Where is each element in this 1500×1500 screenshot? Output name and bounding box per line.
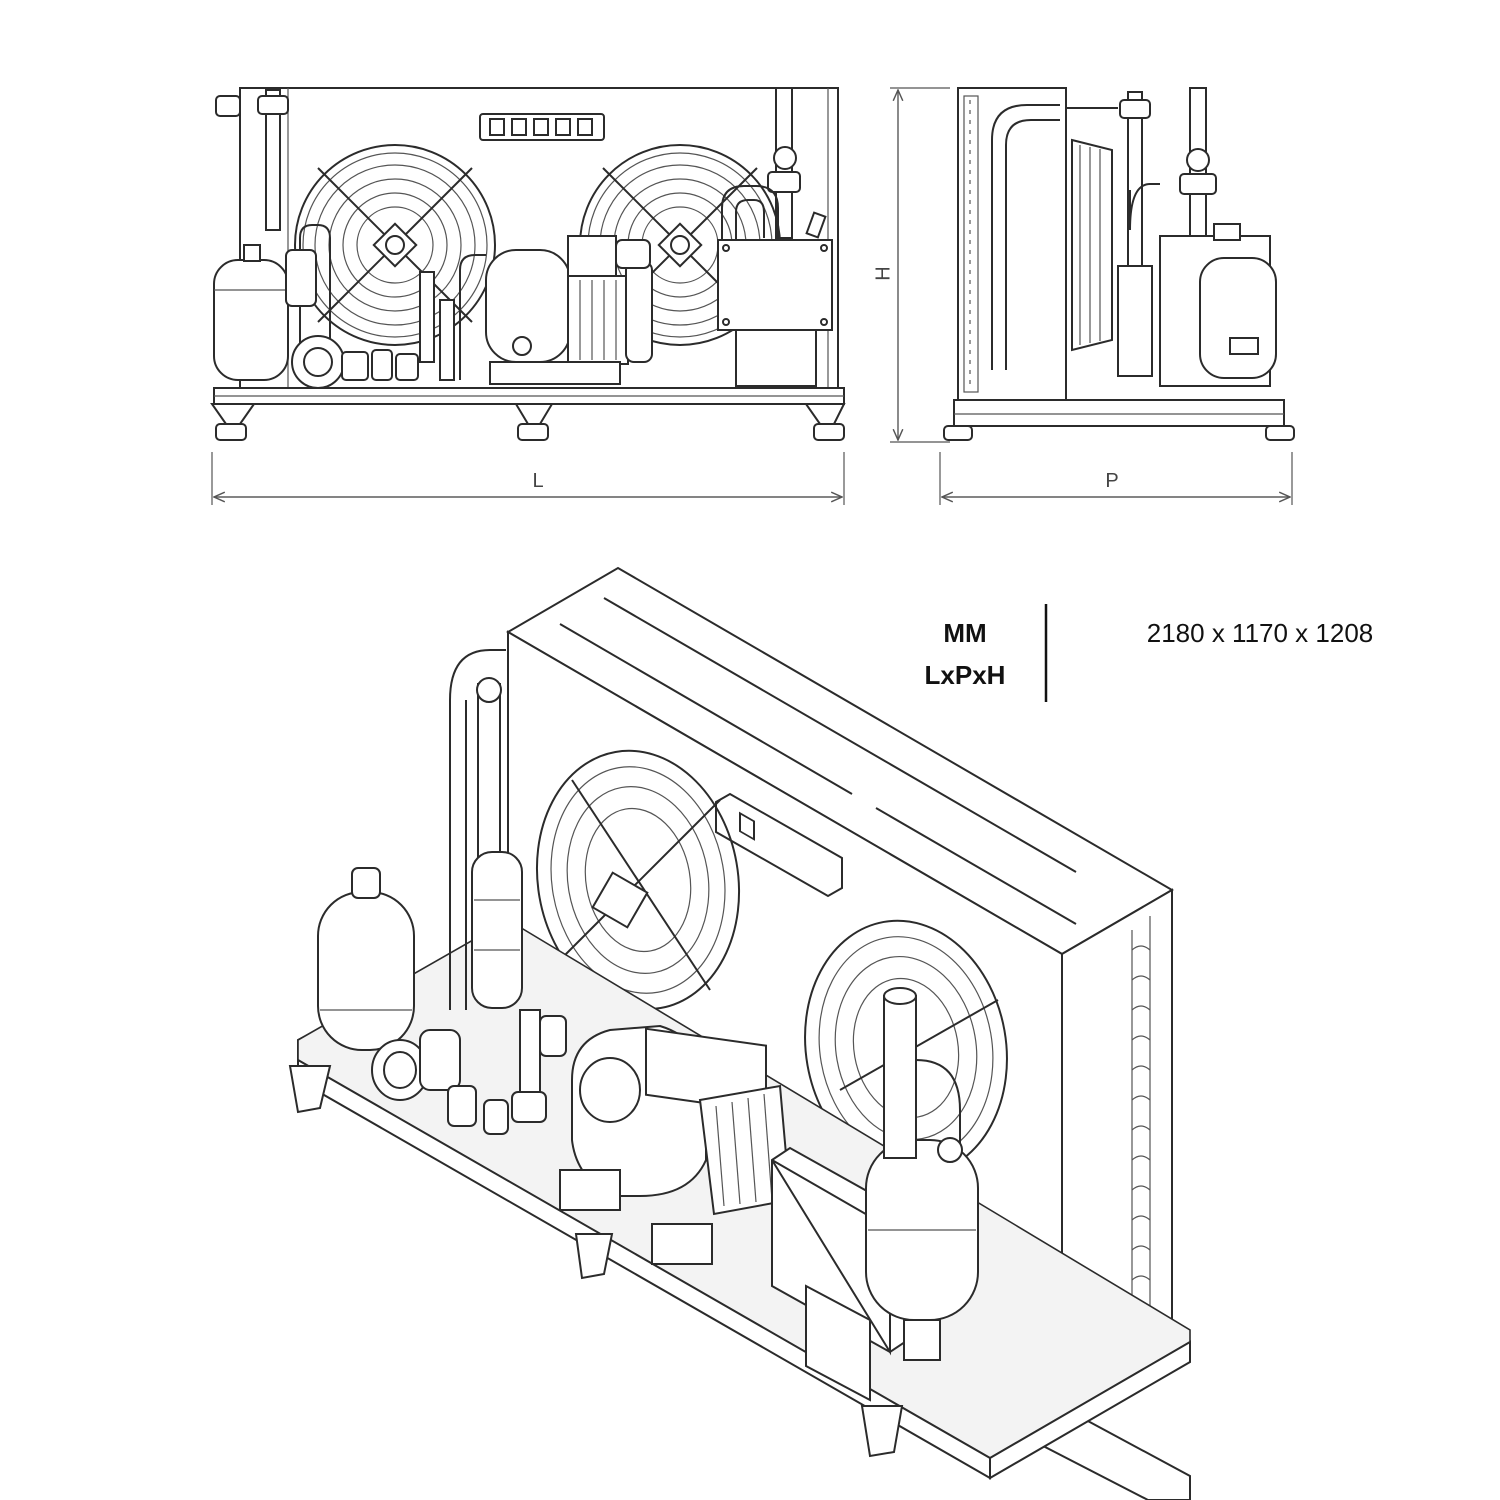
dimension-depth [939, 452, 1293, 505]
spec-unit: MM [943, 618, 987, 648]
iso-terminal-strip [715, 792, 843, 898]
iso-receiver-tank [317, 867, 415, 1051]
spec-value: 2180 x 1170 x 1208 [1146, 618, 1374, 648]
coil-fins [1131, 916, 1151, 1360]
electrical-box [717, 239, 833, 387]
isometric-view [288, 566, 1191, 1500]
length-label: L [532, 470, 544, 492]
front-feet [210, 403, 846, 441]
receiver-tank [213, 244, 289, 381]
iso-fan-left [535, 749, 741, 1011]
fan-left [294, 144, 496, 346]
iso-riser-tank [865, 987, 979, 1361]
terminal-strip [479, 113, 605, 141]
iso-compressor [559, 1024, 792, 1265]
front-view [210, 87, 846, 505]
spec-format: LxPxH [924, 660, 1006, 690]
dimension-height [890, 87, 950, 443]
dimension-length [211, 452, 845, 505]
height-label: H [872, 266, 895, 281]
side-view [890, 87, 1295, 505]
depth-label: P [1105, 470, 1119, 492]
compressor [485, 235, 653, 385]
